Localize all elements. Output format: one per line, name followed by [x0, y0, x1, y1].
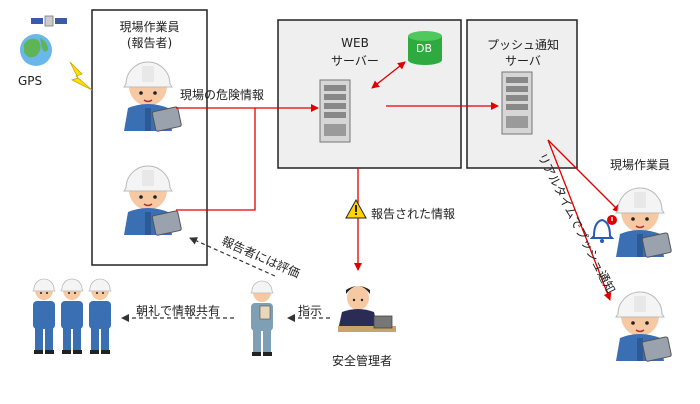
push-server-icon — [501, 71, 533, 135]
bell-icon — [589, 215, 617, 243]
web-server-label-2: サーバー — [331, 54, 379, 68]
lightning-icon — [69, 61, 93, 91]
notify-arrow-1 — [547, 139, 621, 213]
safety-manager-label: 安全管理者 — [331, 354, 392, 368]
db-link — [371, 61, 406, 89]
worker-group-1 — [32, 278, 56, 355]
push-server-label-1: プッシュ通知 — [486, 38, 559, 52]
warning-icon — [345, 198, 367, 219]
server-icon — [319, 79, 351, 143]
worker-group-2 — [60, 278, 84, 355]
push-server-label-2: サーバ — [505, 54, 541, 68]
foreman — [250, 280, 274, 356]
reporter-title: 現場作業員 — [119, 20, 180, 34]
notify-arrow-2 — [547, 139, 612, 301]
instruct-label: 指示 — [298, 304, 323, 318]
safety-manager — [338, 286, 396, 332]
globe-icon — [20, 34, 52, 66]
web-server-label-1: WEB — [341, 36, 369, 50]
satellite-icon — [31, 15, 67, 27]
reporter-worker-1 — [123, 61, 183, 133]
workers-right-label: 現場作業員 — [609, 158, 670, 172]
reporter-worker-2 — [123, 165, 183, 237]
reported-info-label: 報告された情報 — [371, 207, 456, 221]
report-line-2 — [176, 108, 256, 211]
danger-info-label: 現場の危険情報 — [180, 88, 265, 102]
worker-right-1 — [615, 187, 673, 259]
reporter-box — [91, 9, 208, 266]
worker-group-3 — [88, 278, 112, 355]
gps-label: GPS — [18, 74, 43, 88]
worker-right-2 — [615, 291, 673, 363]
share-label: 朝礼で情報共有 — [136, 304, 221, 318]
evaluate-arrow — [189, 237, 276, 277]
reporter-subtitle: (報告者) — [126, 36, 173, 50]
db-label: DB — [416, 42, 433, 55]
db-icon — [408, 31, 442, 65]
